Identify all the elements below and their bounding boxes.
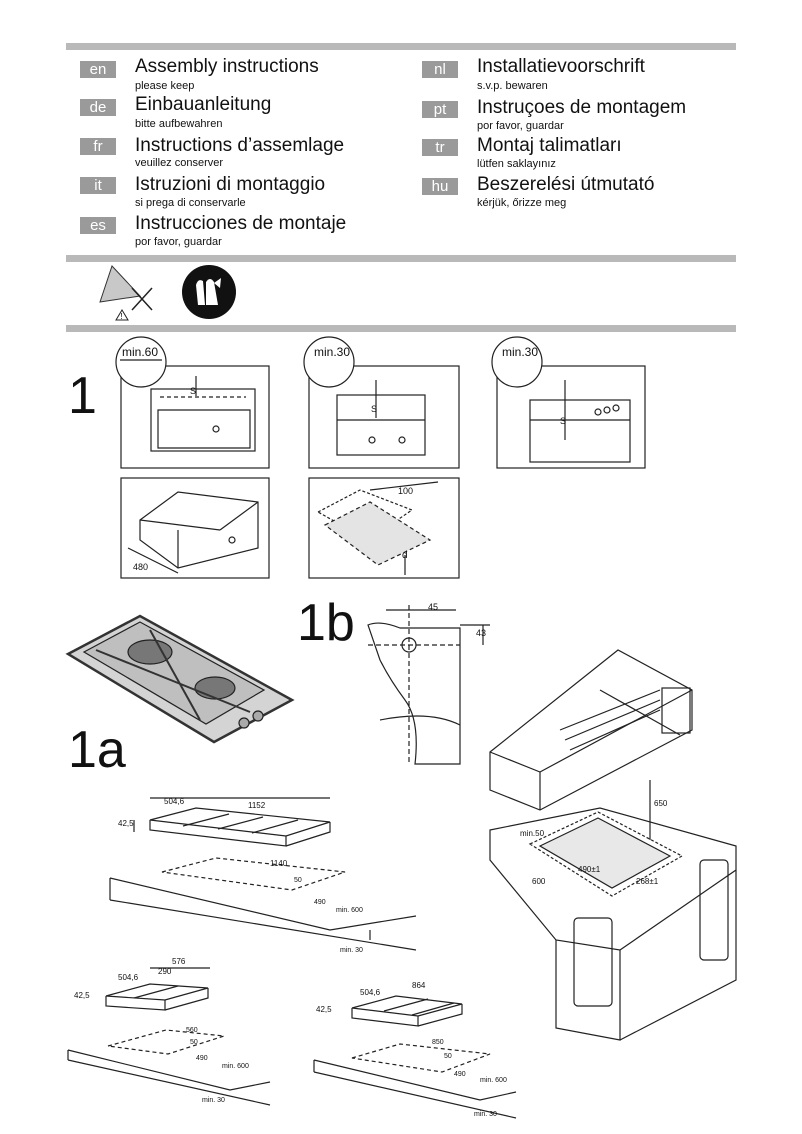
- cutout-d-label: d: [402, 550, 408, 561]
- lang-badge-es: es: [80, 217, 116, 234]
- lang-badge-en: en: [80, 61, 116, 78]
- long-hob-504: 504,6: [164, 797, 185, 806]
- long-hob-1152: 1152: [248, 801, 266, 810]
- small-hob-576: 576: [172, 957, 186, 966]
- lang-title-nl: Installatievoorschrift: [477, 56, 645, 77]
- mid-hob-min600: min. 600: [480, 1077, 507, 1084]
- long-hob-min30: min. 30: [340, 947, 363, 954]
- clearance-min30-b: min.30: [502, 345, 538, 359]
- section-rule-2: [66, 325, 736, 332]
- mid-hob-864: 864: [412, 981, 426, 990]
- sharp-edge-warning-icon: !: [99, 265, 153, 321]
- lang-title-tr: Montaj talimatları: [477, 135, 622, 156]
- lang-title-de: Einbauanleitung: [135, 94, 272, 115]
- long-hob-425: 42,5: [118, 819, 134, 828]
- worktop-section-detail: [367, 605, 490, 765]
- small-hob-290: 290: [158, 967, 172, 976]
- top-rule: [66, 43, 736, 50]
- lang-title-es: Instrucciones de montaje: [135, 213, 347, 234]
- clearance-panel-built-in: [491, 336, 646, 469]
- small-hob-min600: min. 600: [222, 1063, 249, 1070]
- lang-badge-pt: pt: [422, 101, 458, 118]
- long-hob-cut: 1140: [270, 859, 288, 868]
- fig1b-43: 43: [476, 628, 486, 638]
- lang-subtitle-de: bitte aufbewahren: [135, 118, 223, 130]
- lang-subtitle-hu: kérjük, őrizze meg: [477, 197, 567, 209]
- long-hob-490: 490: [314, 899, 326, 906]
- fig1b-45: 45: [428, 602, 438, 612]
- small-hob-490: 490: [196, 1055, 208, 1062]
- hood-490: 490±1: [578, 865, 601, 874]
- wear-gloves-icon: [182, 265, 236, 319]
- cutout-corner-panel: [308, 477, 460, 579]
- drawer-depth-panel: [120, 477, 270, 579]
- lang-title-it: Istruzioni di montaggio: [135, 174, 326, 195]
- long-hob-50: 50: [294, 877, 302, 884]
- lang-subtitle-pt: por favor, guardar: [477, 120, 564, 132]
- mid-hob-490: 490: [454, 1071, 466, 1078]
- small-hob-425: 42,5: [74, 991, 90, 1000]
- lang-badge-de: de: [80, 99, 116, 116]
- small-hob-cut: 560: [186, 1027, 198, 1034]
- lang-badge-fr: fr: [80, 138, 116, 155]
- hood-268: 268±1: [636, 877, 659, 886]
- drawer-depth-label: 480: [133, 562, 148, 572]
- hood-min50: min.50: [520, 829, 545, 838]
- clearance-s-1: S: [190, 386, 196, 396]
- hood-650: 650: [654, 799, 668, 808]
- hob-dimension-schematic-medium: [313, 995, 517, 1119]
- cutout-100-label: 100: [398, 486, 413, 496]
- long-hob-min600: min. 600: [336, 907, 363, 914]
- clearance-panel-drawer: [115, 336, 270, 469]
- lang-subtitle-en: please keep: [135, 80, 195, 92]
- lang-badge-it: it: [80, 177, 116, 194]
- mid-hob-425: 42,5: [316, 1005, 332, 1014]
- lang-badge-nl: nl: [422, 61, 458, 78]
- clearance-s-2: S: [371, 404, 377, 414]
- safety-icons: !: [99, 265, 236, 321]
- section-rule-1: [66, 255, 736, 262]
- clearance-s-3: S: [560, 416, 566, 426]
- lang-badge-tr: tr: [422, 139, 458, 156]
- lang-subtitle-fr: veuillez conserver: [135, 157, 224, 169]
- clearance-min60: min.60: [122, 345, 158, 359]
- lang-title-en: Assembly instructions: [135, 56, 319, 77]
- step-1a-label: 1a: [68, 721, 126, 779]
- lang-title-fr: Instructions d’assemlage: [135, 135, 345, 156]
- clearance-panel-oven: [303, 336, 460, 469]
- svg-text:!: !: [121, 312, 123, 321]
- hob-dimension-schematic-long: [109, 797, 417, 951]
- small-hob-50: 50: [190, 1039, 198, 1046]
- small-hob-504: 504,6: [118, 973, 139, 982]
- lang-title-hu: Beszerelési útmutató: [477, 174, 655, 195]
- small-hob-min30: min. 30: [202, 1097, 225, 1104]
- lang-subtitle-es: por favor, guardar: [135, 236, 222, 248]
- lang-title-pt: Instruçoes de montagem: [477, 97, 687, 118]
- mid-hob-504: 504,6: [360, 988, 381, 997]
- mid-hob-50: 50: [444, 1053, 452, 1060]
- mid-hob-min30: min. 30: [474, 1111, 497, 1118]
- mid-hob-cut: 850: [432, 1039, 444, 1046]
- clearance-min30-a: min.30: [314, 345, 350, 359]
- extractor-hood-cabinet-illustration: [489, 649, 737, 1041]
- step-1-label: 1: [68, 367, 97, 425]
- lang-subtitle-nl: s.v.p. bewaren: [477, 80, 548, 92]
- step-1b-label: 1b: [297, 594, 355, 652]
- hood-600: 600: [532, 877, 546, 886]
- hob-dimension-schematic-small: [67, 967, 271, 1106]
- lang-badge-hu: hu: [422, 178, 458, 195]
- lang-subtitle-it: si prega di conservarle: [135, 197, 246, 209]
- lang-subtitle-tr: lütfen saklayınız: [477, 158, 556, 170]
